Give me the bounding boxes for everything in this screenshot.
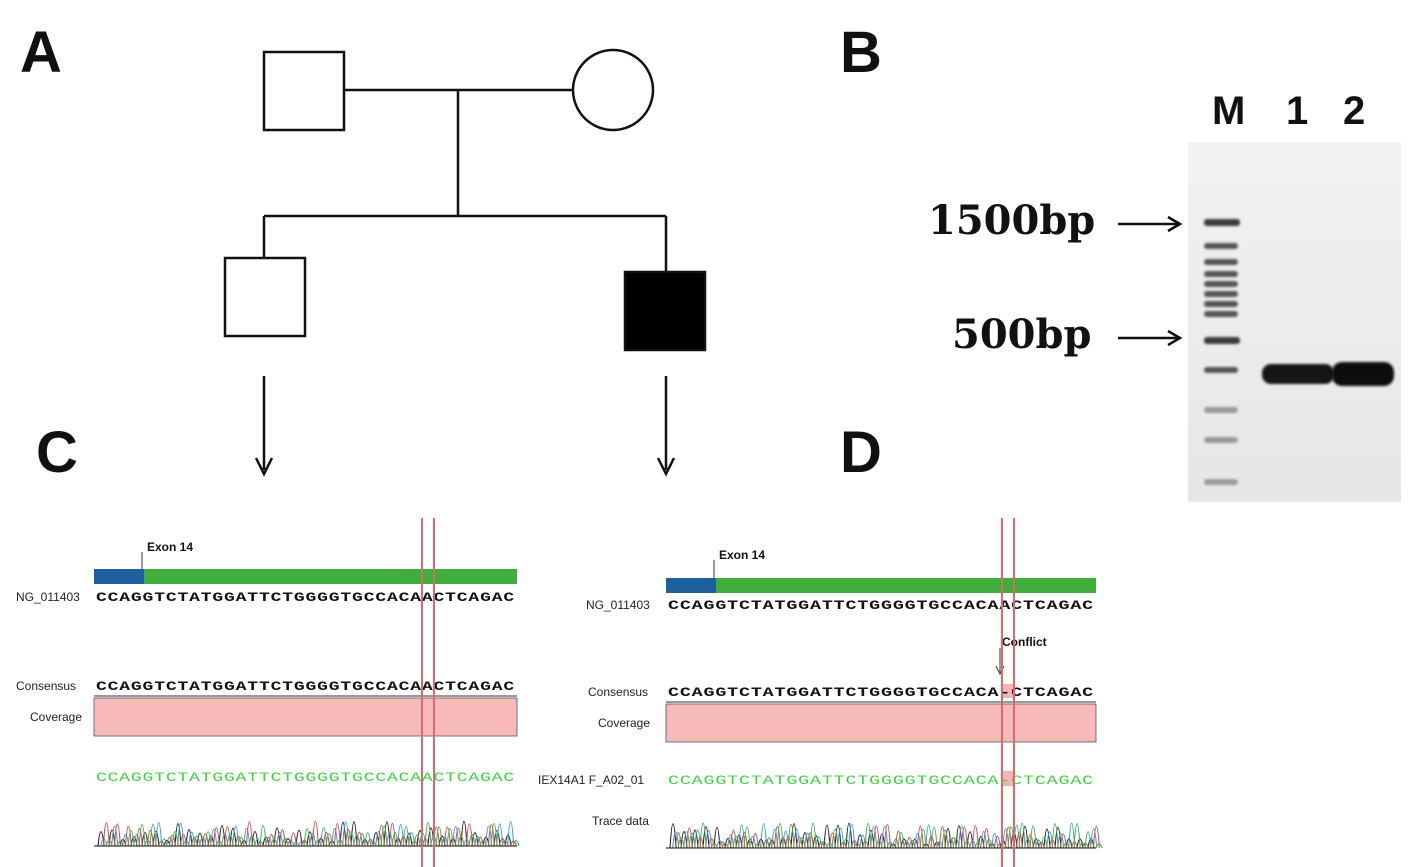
ladder-band (1204, 479, 1238, 485)
ladder-band (1204, 367, 1238, 373)
conflict-label: Conflict (1002, 635, 1047, 649)
exon-label: Exon 14 (719, 548, 765, 562)
panel-label-d: D (840, 420, 882, 485)
coverage-label: Coverage (30, 710, 82, 724)
unaffected-son-square (223, 256, 307, 338)
arrow-left-head (254, 457, 274, 477)
affected-son-square (623, 270, 707, 352)
consensus-label: Consensus (588, 685, 648, 699)
ladder-band (1204, 437, 1238, 443)
ladder-band (1204, 337, 1240, 344)
read-label: IEX14A1 F_A02_01 (538, 773, 644, 787)
ladder-band (1204, 271, 1238, 277)
trace-chromatogram (96, 820, 520, 847)
trace-line (668, 822, 1095, 849)
panel-label-b: B (840, 20, 882, 85)
lane-label-m: M (1212, 89, 1245, 133)
lane-label-1: 1 (1286, 89, 1308, 133)
lane-label-2: 2 (1343, 89, 1365, 133)
ladder-band (1204, 243, 1238, 249)
ladder-band (1204, 259, 1238, 265)
ref-label: NG_011403 (16, 590, 80, 604)
marker-label-500: 500bp (952, 311, 1091, 358)
ladder-band (1204, 301, 1238, 307)
conflict-cell (1002, 684, 1013, 698)
ladder-band (1204, 219, 1240, 226)
consensus-label: Consensus (16, 679, 76, 693)
gel-image (1188, 142, 1401, 502)
gel-panel: M 1 2 1500bp 500bp (928, 89, 1401, 502)
ladder-band (1204, 407, 1238, 413)
ladder-band (1204, 281, 1238, 287)
read-conflict-cell (1002, 771, 1013, 786)
coverage-bar (665, 703, 1097, 743)
exon-bar-green (144, 569, 517, 584)
arrow-1500-head (1167, 215, 1183, 233)
panel-label-a: A (20, 20, 62, 85)
exon-bar-blue (94, 569, 144, 584)
exon-label: Exon 14 (147, 540, 193, 554)
read-sequence: CCAGGTCTATGGATTCTGGGGTGCCACAACTCAGAC (96, 770, 515, 785)
father-square (262, 50, 346, 132)
trace-chromatogram (668, 822, 1103, 849)
ref-label: NG_011403 (586, 598, 650, 612)
panel-label-c: C (36, 420, 78, 485)
sequence-panel-c: Exon 14 NG_011403 CCAGGTCTATGGATTCTGGGGT… (16, 518, 520, 867)
ladder-band (1204, 311, 1238, 317)
exon-bar-blue (666, 578, 716, 593)
band-lane-1 (1262, 364, 1334, 384)
trace-line (668, 823, 1100, 849)
coverage-bar (93, 697, 518, 737)
sequence-panel-d: Exon 14 NG_011403 CCAGGTCTATGGATTCTGGGGT… (538, 518, 1103, 867)
arrow-500-head (1167, 329, 1183, 347)
marker-label-1500: 1500bp (928, 197, 1095, 244)
arrow-right-head (656, 457, 676, 477)
band-lane-2 (1332, 362, 1394, 386)
consensus-sequence: CCAGGTCTATGGATTCTGGGGTGCCACAACTCAGAC (96, 679, 515, 694)
ladder-bands (1204, 219, 1240, 485)
read-sequence: CCAGGTCTATGGATTCTGGGGTGCCACA-CTCAGAC (668, 773, 1094, 788)
ref-sequence: CCAGGTCTATGGATTCTGGGGTGCCACAACTCAGAC (96, 590, 515, 605)
ladder-band (1204, 291, 1238, 297)
pedigree (223, 48, 707, 477)
exon-bar-green (716, 578, 1096, 593)
consensus-sequence: CCAGGTCTATGGATTCTGGGGTGCCACA-CTCAGAC (668, 685, 1094, 700)
trace-line (668, 822, 1098, 849)
ref-sequence: CCAGGTCTATGGATTCTGGGGTGCCACAACTCAGAC (668, 598, 1094, 613)
mother-circle (571, 48, 655, 132)
coverage-label: Coverage (598, 716, 650, 730)
trace-label: Trace data (592, 814, 649, 828)
trace-line (668, 822, 1103, 849)
